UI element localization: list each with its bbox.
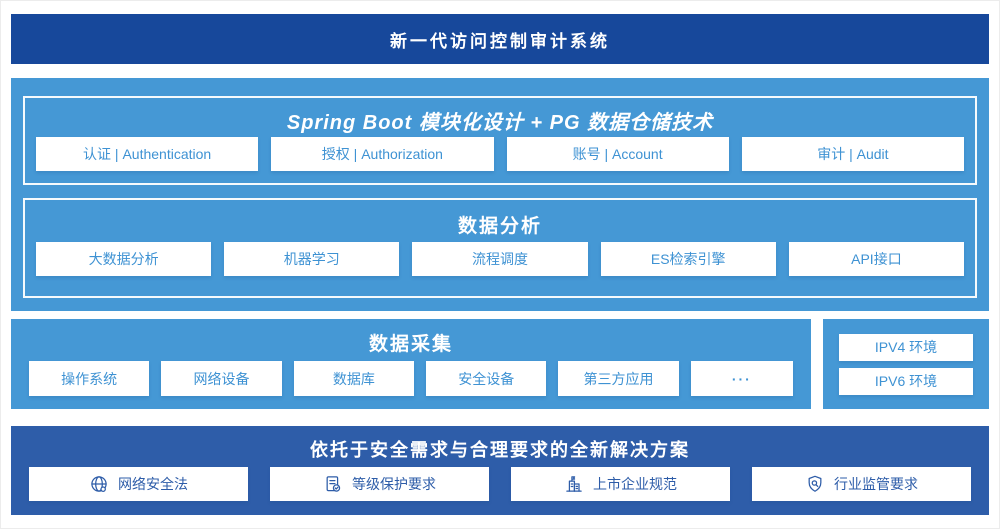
module-machine-learning: 机器学习 xyxy=(224,242,400,276)
solution-label: 等级保护要求 xyxy=(352,476,436,492)
solution-title: 依托于安全需求与合理要求的全新解决方案 xyxy=(310,440,690,460)
data-analysis-group: 数据分析 大数据分析 机器学习 流程调度 ES检索引擎 API接口 xyxy=(23,198,977,298)
source-security-device: 安全设备 xyxy=(426,361,547,396)
solution-label: 网络安全法 xyxy=(118,476,188,492)
solution-classified-protection: 等级保护要求 xyxy=(270,467,489,501)
globe-icon xyxy=(89,474,109,494)
solution-row: 网络安全法 等级保护要求 上市企业规范 行业监管要求 xyxy=(29,467,971,501)
middle-row: 数据采集 操作系统 网络设备 数据库 安全设备 第三方应用 ··· IPV4 环… xyxy=(11,319,989,409)
data-analysis-title: 数据分析 xyxy=(457,215,542,237)
collection-source-row: 操作系统 网络设备 数据库 安全设备 第三方应用 ··· xyxy=(29,361,794,396)
shield-search-icon xyxy=(805,474,825,494)
platform-section: Spring Boot 模块化设计 + PG 数据仓储技术 认证 | Authe… xyxy=(11,78,989,311)
module-es-search: ES检索引擎 xyxy=(600,242,776,276)
spring-boot-group: Spring Boot 模块化设计 + PG 数据仓储技术 认证 | Authe… xyxy=(23,96,977,185)
env-ipv6: IPV6 环境 xyxy=(839,367,973,395)
solution-cybersecurity-law: 网络安全法 xyxy=(29,467,248,501)
module-api: API接口 xyxy=(788,242,965,276)
solution-industry-regulation: 行业监管要求 xyxy=(752,467,971,501)
module-account: 账号 | Account xyxy=(506,137,729,171)
spring-boot-title: Spring Boot 模块化设计 + PG 数据仓储技术 xyxy=(286,112,714,134)
data-collection-title: 数据采集 xyxy=(368,333,453,355)
env-ipv4: IPV4 环境 xyxy=(839,333,973,361)
module-authorization: 授权 | Authorization xyxy=(271,137,494,171)
module-bigdata-analysis: 大数据分析 xyxy=(36,242,212,276)
module-audit: 审计 | Audit xyxy=(741,137,964,171)
data-collection-section: 数据采集 操作系统 网络设备 数据库 安全设备 第三方应用 ··· xyxy=(11,319,811,409)
module-authentication: 认证 | Authentication xyxy=(36,137,259,171)
solution-label: 行业监管要求 xyxy=(834,476,918,492)
solution-section: 依托于安全需求与合理要求的全新解决方案 网络安全法 等级保护要求 上市企业规范 xyxy=(11,426,989,515)
solution-label: 上市企业规范 xyxy=(593,476,677,492)
source-third-party-app: 第三方应用 xyxy=(558,361,679,396)
auth-module-row: 认证 | Authentication 授权 | Authorization 账… xyxy=(36,137,964,171)
page-title: 新一代访问控制审计系统 xyxy=(11,14,989,64)
source-os: 操作系统 xyxy=(29,361,150,396)
analysis-module-row: 大数据分析 机器学习 流程调度 ES检索引擎 API接口 xyxy=(36,242,965,276)
network-environment-panel: IPV4 环境 IPV6 环境 xyxy=(823,319,989,409)
source-more-ellipsis: ··· xyxy=(690,361,794,396)
solution-listed-company-standard: 上市企业规范 xyxy=(511,467,730,501)
module-workflow-scheduling: 流程调度 xyxy=(412,242,588,276)
building-icon xyxy=(564,474,584,494)
source-database: 数据库 xyxy=(293,361,415,396)
document-check-icon xyxy=(323,474,343,494)
source-network-device: 网络设备 xyxy=(161,361,282,396)
